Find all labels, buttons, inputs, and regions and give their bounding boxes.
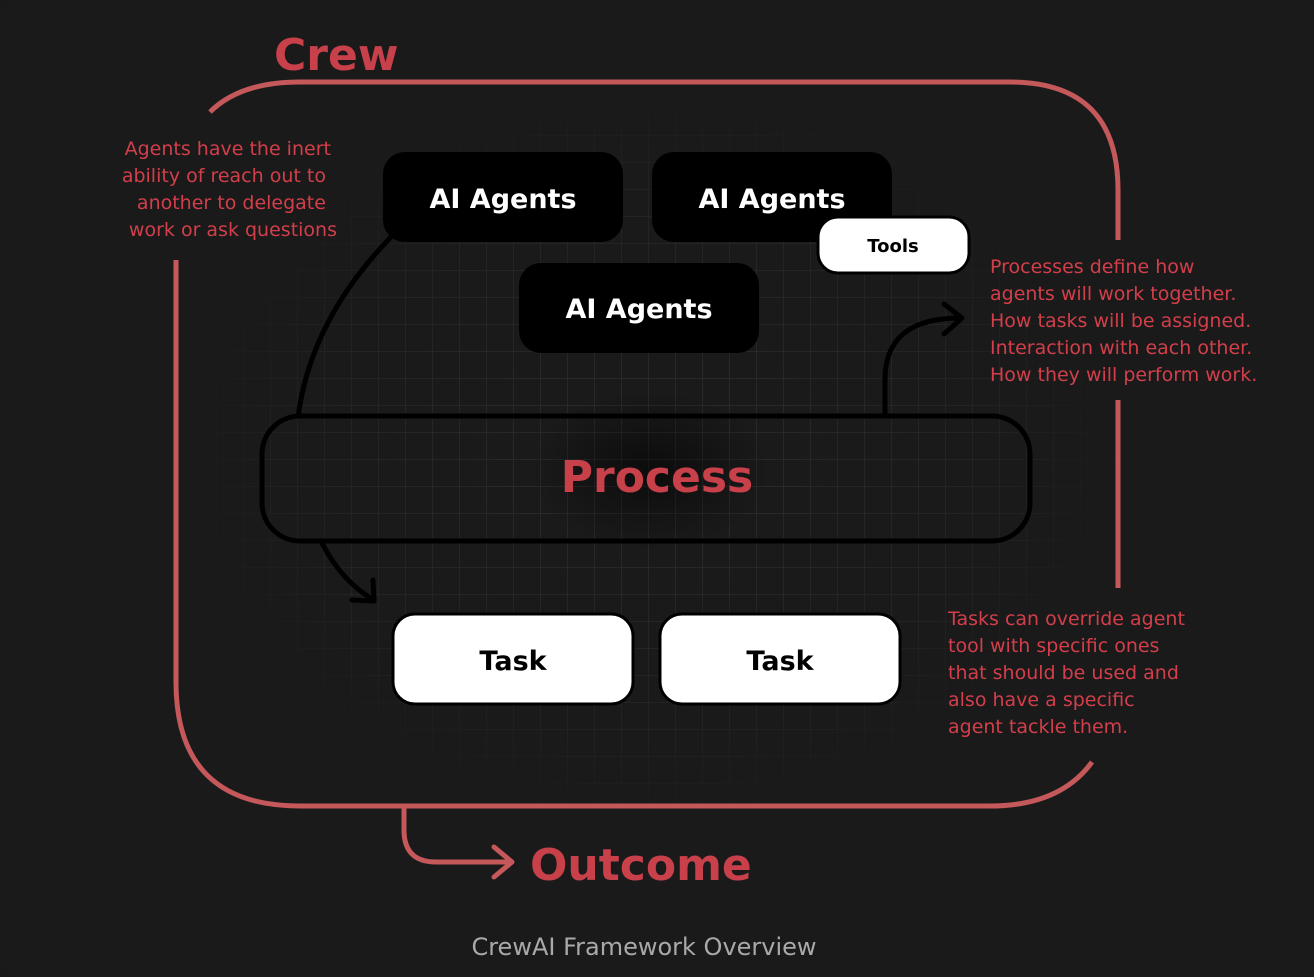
tasks-note-line: agent tackle them. — [948, 716, 1128, 738]
tasks-note-line: Tasks can override agent — [947, 608, 1185, 630]
tasks-note: Tasks can override agent tool with speci… — [947, 608, 1191, 738]
tools-label: Tools — [867, 236, 919, 257]
agents-note-line: Agents have the inert — [125, 138, 331, 160]
agent-card: AI Agents — [383, 152, 623, 242]
agent-label: AI Agents — [429, 184, 576, 215]
process-note-line: Interaction with each other. — [990, 337, 1252, 359]
tasks-note-line: that should be used and — [948, 662, 1179, 684]
crew-boundary — [173, 79, 1121, 809]
agents-note-line: ability of reach out to — [122, 165, 326, 187]
process-to-tasks-arrow — [319, 540, 377, 604]
tools-badge: Tools — [816, 215, 971, 275]
agents-note: Agents have the inert ability of reach o… — [122, 138, 337, 241]
process-note-line: Processes define how — [990, 256, 1194, 278]
task-card: Task — [658, 612, 902, 706]
tasks-note-line: also have a specific — [948, 689, 1135, 711]
task-label: Task — [746, 646, 814, 677]
agent-card: AI Agents — [519, 263, 759, 353]
agents-note-line: another to delegate — [137, 192, 326, 214]
agents-note-line: work or ask questions — [129, 219, 337, 241]
outcome-label: Outcome — [530, 840, 752, 891]
task-card: Task — [391, 612, 635, 706]
agent-label: AI Agents — [565, 294, 712, 325]
process-note-line: How they will perform work. — [990, 364, 1257, 386]
grid-background — [180, 90, 1120, 820]
crew-label: Crew — [274, 30, 398, 81]
tasks-note-line: tool with specific ones — [948, 635, 1159, 657]
process-bar: Process — [259, 413, 1033, 544]
figure-caption: CrewAI Framework Overview — [471, 933, 817, 961]
outcome-arrow — [401, 803, 515, 880]
process-to-note-arrow — [882, 301, 965, 419]
agent-label: AI Agents — [698, 184, 845, 215]
process-note-line: How tasks will be assigned. — [990, 310, 1251, 332]
process-note: Processes define how agents will work to… — [990, 256, 1258, 386]
task-label: Task — [479, 646, 547, 677]
agents-to-process-curve — [295, 234, 394, 419]
process-label: Process — [561, 452, 753, 503]
process-note-line: agents will work together. — [990, 283, 1236, 305]
